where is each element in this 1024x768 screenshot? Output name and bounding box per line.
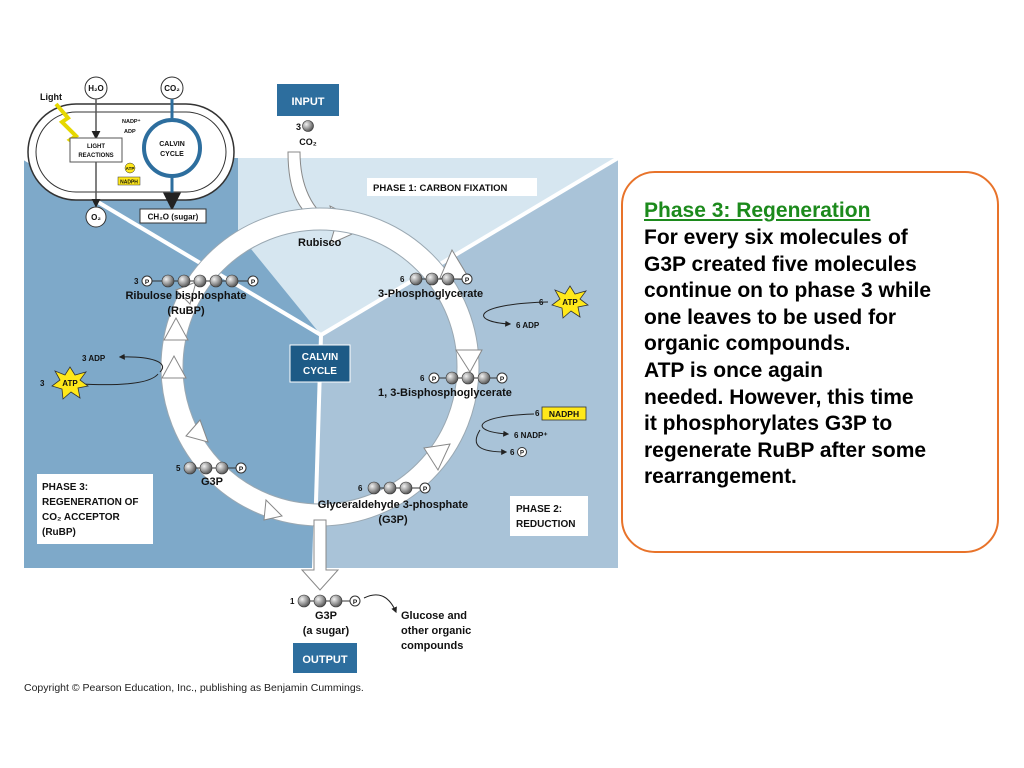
cycle-arrowhead	[161, 354, 187, 379]
output-molecule: 1 P	[290, 594, 361, 608]
atp-in-label: ATP	[562, 298, 578, 307]
divider-right	[319, 156, 620, 337]
phase1-label-box	[367, 178, 537, 196]
rubp-abbr: (RuBP)	[167, 305, 205, 317]
chloroplast-atp: ATP	[126, 166, 135, 171]
svg-text:P: P	[520, 451, 524, 457]
chloroplast-nadp: NADP⁺	[122, 118, 141, 125]
phase3-line4: (RuBP)	[42, 527, 76, 538]
callout-title: Phase 3: Regeneration	[644, 199, 871, 222]
svg-text:1: 1	[290, 597, 295, 606]
output-label: OUTPUT	[302, 654, 348, 666]
svg-text:6: 6	[420, 374, 425, 383]
chloroplast-sugar: CH₂O (sugar)	[148, 213, 199, 222]
phase3-line3: CO₂ ACCEPTOR	[42, 512, 121, 523]
svg-text:P: P	[500, 376, 505, 383]
phase3-callout: Phase 3: Regeneration For every six mole…	[621, 171, 999, 553]
output-desc: (a sugar)	[303, 625, 350, 637]
calvin-center-1: CALVIN	[302, 352, 338, 363]
chloroplast-light-reactions-1: LIGHT	[87, 144, 105, 150]
copyright-text: Copyright © Pearson Education, Inc., pub…	[24, 682, 364, 694]
input-molecule: CO₂	[299, 137, 317, 147]
atp-star-icon	[551, 285, 589, 319]
phase1-panel-top	[238, 158, 618, 335]
input-count: 3	[296, 122, 301, 132]
pga-molecule: 6 P	[400, 272, 473, 286]
output-dest-2: other organic	[401, 625, 471, 637]
o2-circle	[85, 206, 107, 228]
phase3-line1: PHASE 3:	[42, 482, 88, 493]
svg-text:5: 5	[176, 464, 181, 473]
cycle-arrowhead	[423, 443, 451, 472]
g3p-abbr: (G3P)	[378, 514, 408, 526]
output-dest-3: compounds	[401, 640, 463, 652]
svg-text:3: 3	[134, 277, 139, 286]
cycle-arrowhead	[163, 316, 189, 341]
output-name: G3P	[315, 610, 337, 622]
phase3-label-box	[37, 474, 153, 544]
g3p5-molecule: 5 P	[176, 461, 247, 475]
pi-count: 6	[510, 448, 515, 457]
svg-text:P: P	[239, 466, 244, 473]
phase2-line1: PHASE 2:	[516, 504, 562, 515]
phase2-line2: REDUCTION	[516, 519, 575, 530]
phase2-label-box	[510, 496, 588, 536]
pga-name: 3-Phosphoglycerate	[378, 288, 483, 300]
atp-regen-count: 3	[40, 379, 45, 388]
atp-regen-label: ATP	[62, 379, 78, 388]
atp-regen-star-icon	[51, 366, 89, 400]
rubp-name: Ribulose bisphosphate	[125, 290, 246, 302]
output-box	[293, 643, 357, 673]
chloroplast-h2o: H₂O	[88, 84, 104, 93]
chloroplast-inset: Light H₂O CO₂ LIGHT REACTIONS CALVIN CYC…	[27, 76, 235, 228]
bpg-name: 1, 3-Bisphosphoglycerate	[378, 387, 512, 399]
rubisco-label: Rubisco	[298, 237, 342, 249]
cycle-arrowhead	[455, 349, 483, 373]
phase3-line2: REGENERATION OF	[42, 497, 138, 508]
bpg-molecule: 6 P P	[420, 371, 508, 385]
chloroplast-calvin-1: CALVIN	[159, 141, 185, 148]
output-dest-1: Glucose and	[401, 610, 467, 622]
input-box	[277, 84, 339, 116]
nadph-in-count: 6	[535, 409, 540, 418]
callout-body: For every six molecules of G3P created f…	[644, 226, 932, 489]
calvin-center-box	[289, 344, 351, 383]
svg-text:P: P	[353, 599, 358, 606]
sugar-box	[139, 208, 207, 224]
cycle-arrowhead	[185, 419, 209, 443]
svg-text:6: 6	[358, 484, 363, 493]
svg-text:P: P	[432, 376, 437, 383]
svg-text:P: P	[465, 277, 470, 284]
phase1-label: PHASE 1: CARBON FIXATION	[373, 183, 508, 194]
svg-text:P: P	[251, 279, 256, 286]
input-co2-ball	[302, 120, 314, 132]
g3p-molecule: 6 P	[358, 481, 431, 495]
chloroplast-adp: ADP	[124, 129, 136, 135]
adp-regen: 3 ADP	[82, 354, 106, 363]
calvin-center-2: CYCLE	[303, 366, 337, 377]
chloroplast-o2: O₂	[91, 213, 101, 222]
svg-text:P: P	[423, 486, 428, 493]
output-arrow	[300, 519, 340, 591]
chloroplast-nadph: NADPH	[120, 180, 138, 186]
input-label: INPUT	[292, 96, 325, 108]
g3p5-name: G3P	[201, 476, 223, 488]
chloroplast-co2: CO₂	[164, 84, 180, 93]
cycle-arrowhead	[263, 498, 283, 521]
adp-out: 6 ADP	[516, 321, 540, 330]
svg-text:P: P	[145, 279, 150, 286]
g3p-name: Glyceraldehyde 3-phosphate	[318, 499, 468, 511]
pi-symbol	[517, 447, 527, 457]
rubp-molecule: 3 P P	[134, 274, 259, 288]
svg-text:6: 6	[400, 275, 405, 284]
nadp-out: 6 NADP⁺	[514, 431, 548, 440]
chloroplast-light-reactions-2: REACTIONS	[78, 153, 113, 159]
nadph-box	[541, 406, 587, 421]
chloroplast-light-label: Light	[40, 92, 62, 102]
nadph-label: NADPH	[549, 409, 579, 419]
chloroplast-calvin-2: CYCLE	[160, 151, 184, 158]
